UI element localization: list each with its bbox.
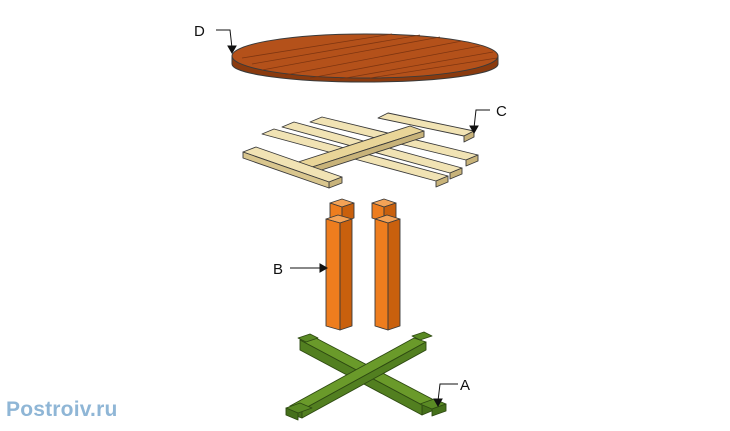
label-a: A — [460, 377, 470, 394]
watermark-text: Postroiv.ru — [6, 398, 118, 421]
legs-part — [325, 198, 401, 331]
callout-leaders — [216, 29, 490, 408]
label-b: B — [273, 261, 283, 278]
label-d: D — [194, 23, 205, 40]
slat-frame-part — [242, 112, 479, 189]
label-c: C — [496, 103, 507, 120]
tabletop-part — [231, 33, 499, 83]
cross-base-part — [285, 331, 447, 421]
